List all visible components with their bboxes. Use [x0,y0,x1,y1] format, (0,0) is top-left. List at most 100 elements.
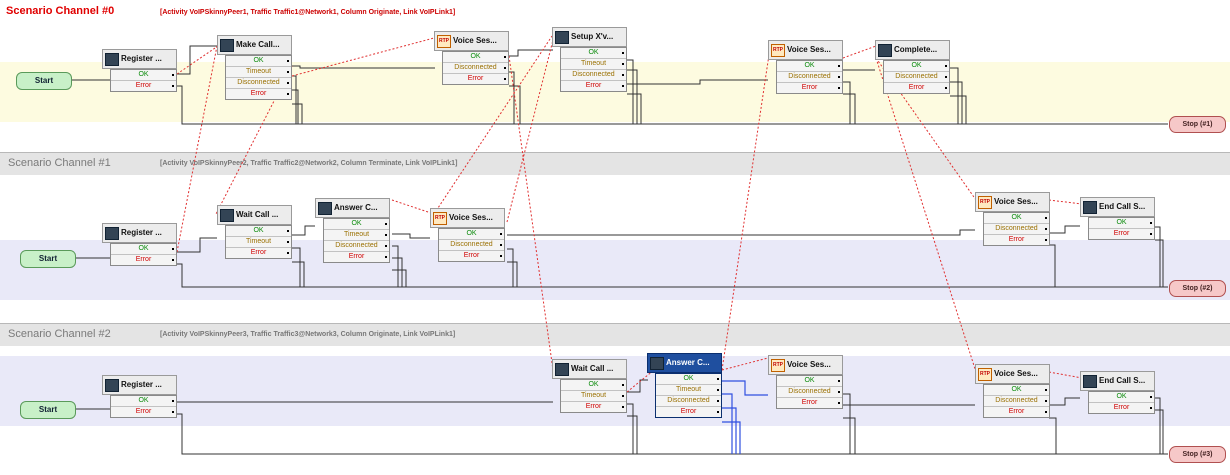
node-title: Answer C... [334,203,378,212]
start-node-ch0[interactable]: Start [16,72,72,90]
output-disconnected[interactable]: Disconnected [561,70,626,81]
action-node[interactable]: End Call S... OK Error [1080,371,1155,414]
stop-node-ch0[interactable]: Stop (#1) [1169,116,1226,133]
action-node[interactable]: Register ... OK Error [102,49,177,92]
output-error[interactable]: Error [1089,229,1154,239]
output-disconnected[interactable]: Disconnected [884,72,949,83]
action-icon [220,39,234,52]
output-ok[interactable]: OK [324,219,389,230]
action-node[interactable]: Wait Call ... OK Timeout Error [552,359,627,413]
output-disconnected[interactable]: Disconnected [984,224,1049,235]
action-icon [220,209,234,222]
output-disconnected[interactable]: Disconnected [984,396,1049,407]
output-error[interactable]: Error [324,252,389,262]
output-timeout[interactable]: Timeout [561,391,626,402]
output-error[interactable]: Error [884,83,949,93]
output-ok[interactable]: OK [561,48,626,59]
output-error[interactable]: Error [777,83,842,93]
output-timeout[interactable]: Timeout [324,230,389,241]
action-node[interactable]: Answer C... OK Timeout Disconnected Erro… [315,198,390,263]
output-ok[interactable]: OK [777,61,842,72]
output-ok[interactable]: OK [226,56,291,67]
output-ok[interactable]: OK [226,226,291,237]
stop-node-ch2[interactable]: Stop (#3) [1169,446,1226,463]
output-ok[interactable]: OK [884,61,949,72]
action-node[interactable]: Make Call... OK Timeout Disconnected Err… [217,35,292,100]
output-disconnected[interactable]: Disconnected [443,63,508,74]
output-ok[interactable]: OK [656,374,721,385]
output-error[interactable]: Error [656,407,721,417]
channel-0-body [0,0,1230,152]
output-error[interactable]: Error [561,81,626,91]
output-error[interactable]: Error [111,255,176,265]
output-error[interactable]: Error [443,74,508,84]
output-error[interactable]: Error [439,251,504,261]
node-title: Register ... [121,228,162,237]
node-title: Setup X'v... [571,32,614,41]
output-disconnected[interactable]: Disconnected [439,240,504,251]
action-node[interactable]: Register ... OK Error [102,375,177,418]
channel-1-band [0,240,1230,300]
output-error[interactable]: Error [111,407,176,417]
node-title: Voice Ses... [787,45,831,54]
output-ok[interactable]: OK [439,229,504,240]
action-node[interactable]: Wait Call ... OK Timeout Error [217,205,292,259]
node-title: Make Call... [236,40,280,49]
output-error[interactable]: Error [226,89,291,99]
output-ok[interactable]: OK [561,380,626,391]
channel-1-description: [Activity VoIPSkinnyPeer2, Traffic Traff… [160,160,458,167]
channel-0-title: Scenario Channel #0 [6,5,115,17]
output-disconnected[interactable]: Disconnected [226,78,291,89]
output-ok[interactable]: OK [111,396,176,407]
node-title: End Call S... [1099,376,1146,385]
output-error[interactable]: Error [111,81,176,91]
output-ok[interactable]: OK [984,385,1049,396]
output-ok[interactable]: OK [443,52,508,63]
start-node-ch2[interactable]: Start [20,401,76,419]
action-icon [105,227,119,240]
channel-1-header [0,152,1230,176]
action-node[interactable]: End Call S... OK Error [1080,197,1155,240]
output-error[interactable]: Error [984,235,1049,245]
output-ok[interactable]: OK [777,376,842,387]
action-node[interactable]: Setup X'v... OK Timeout Disconnected Err… [552,27,627,92]
output-timeout[interactable]: Timeout [561,59,626,70]
action-node-selected[interactable]: Answer C... OK Timeout Disconnected Erro… [647,353,722,418]
stop-node-ch1[interactable]: Stop (#2) [1169,280,1226,297]
output-timeout[interactable]: Timeout [226,237,291,248]
output-error[interactable]: Error [984,407,1049,417]
output-ok[interactable]: OK [1089,218,1154,229]
node-title: Voice Ses... [787,360,831,369]
output-error[interactable]: Error [226,248,291,258]
rtp-icon: RTP [771,44,785,57]
output-ok[interactable]: OK [111,244,176,255]
output-ok[interactable]: OK [1089,392,1154,403]
output-disconnected[interactable]: Disconnected [777,387,842,398]
output-disconnected[interactable]: Disconnected [324,241,389,252]
action-node[interactable]: Complete... OK Disconnected Error [875,40,950,94]
output-ok[interactable]: OK [111,70,176,81]
node-title: Wait Call ... [236,210,279,219]
node-title: End Call S... [1099,202,1146,211]
output-disconnected[interactable]: Disconnected [777,72,842,83]
rtp-icon: RTP [771,359,785,372]
output-ok[interactable]: OK [984,213,1049,224]
output-error[interactable]: Error [561,402,626,412]
output-timeout[interactable]: Timeout [656,385,721,396]
start-node-ch1[interactable]: Start [20,250,76,268]
action-icon [555,363,569,376]
rtp-icon: RTP [433,212,447,225]
output-error[interactable]: Error [1089,403,1154,413]
action-node[interactable]: Register ... OK Error [102,223,177,266]
output-timeout[interactable]: Timeout [226,67,291,78]
node-title: Voice Ses... [453,36,497,45]
node-title: Answer C... [666,358,710,367]
output-disconnected[interactable]: Disconnected [656,396,721,407]
output-error[interactable]: Error [777,398,842,408]
